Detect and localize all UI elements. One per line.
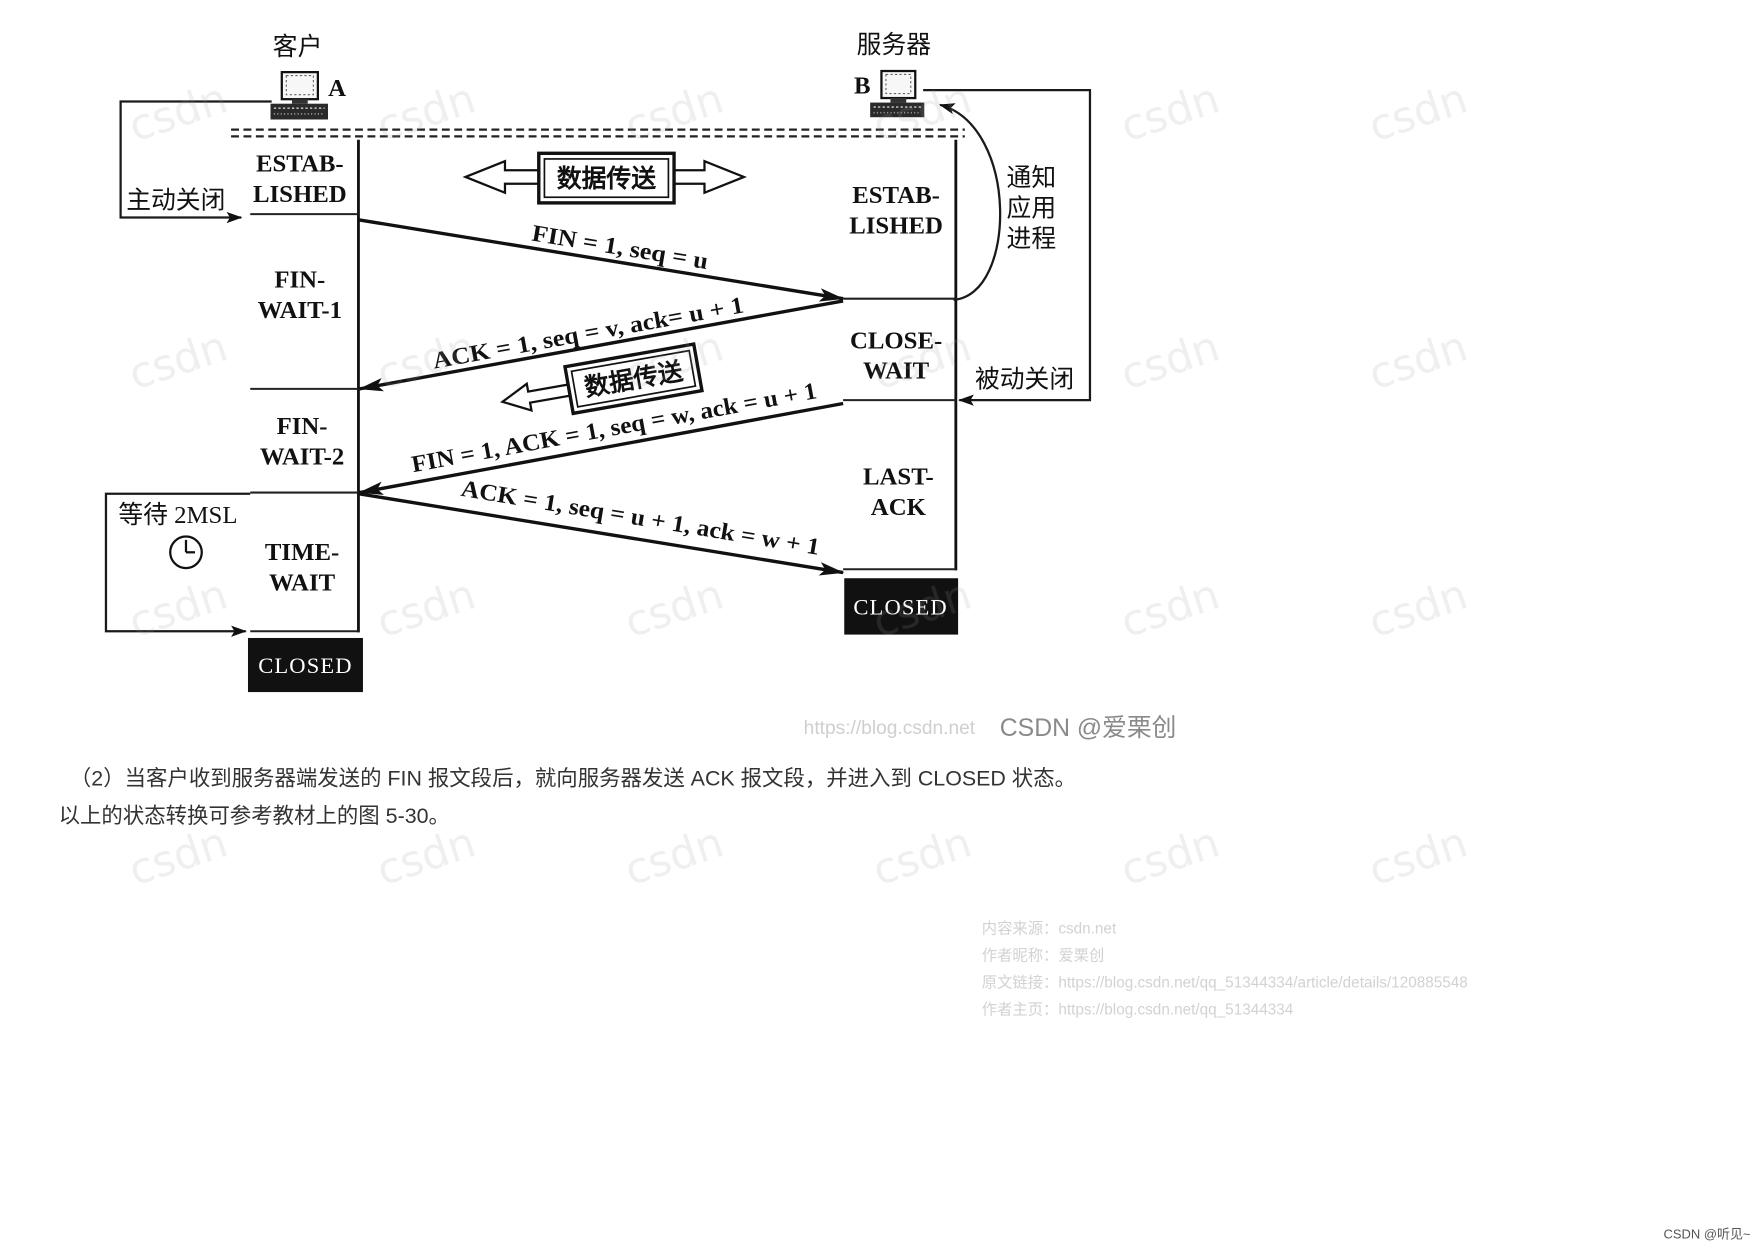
state-label-line: LAST- [863, 464, 934, 491]
closed-label: CLOSED [258, 653, 352, 678]
data-transfer-label: 数据传送 [557, 164, 656, 193]
monitor-stand [292, 99, 308, 104]
state-label-line: WAIT-2 [260, 443, 344, 470]
client-title: 客户 [273, 32, 323, 61]
source-info-line: 原文链接：https://blog.csdn.net/qq_51344334/a… [982, 974, 1468, 991]
notify-label-line: 通知 [1007, 163, 1057, 192]
active-close-label: 主动关闭 [126, 186, 225, 215]
article-paragraph: （2）当客户收到服务器端发送的 FIN 报文段后，就向服务器发送 ACK 报文段… [70, 767, 1076, 791]
source-info-line: 作者昵称：爱栗创 [982, 947, 1105, 964]
keyboard [271, 104, 328, 120]
passive-close-label: 被动关闭 [975, 365, 1074, 394]
image-watermark-url: https://blog.csdn.net [804, 718, 976, 739]
state-label-line: FIN- [277, 413, 328, 440]
notify-label-line: 进程 [1007, 224, 1057, 253]
state-label-line: TIME- [265, 539, 339, 566]
state-label-line: ACK [871, 494, 927, 521]
state-label-line: LISHED [253, 181, 347, 208]
client-state-closed: CLOSED [248, 638, 363, 692]
footer-author-tag: CSDN @听见~ [1664, 1227, 1751, 1241]
state-label-line: FIN- [274, 266, 325, 293]
image-watermark-author: CSDN @爱栗创 [1000, 714, 1177, 742]
server-title: 服务器 [857, 30, 932, 59]
article-paragraph: 以上的状态转换可参考教材上的图 5-30。 [59, 804, 450, 828]
clock-icon [170, 537, 202, 569]
state-label-line: LISHED [849, 212, 943, 239]
client-host-label: A [328, 75, 346, 102]
state-label-line: WAIT-1 [258, 297, 342, 324]
wait-2msl-label: 等待 2MSL [118, 501, 237, 529]
notify-label-line: 应用 [1007, 193, 1057, 222]
state-label-line: ESTAB- [256, 150, 344, 177]
state-label-line: WAIT [269, 570, 336, 597]
server-host-label: B [854, 73, 871, 100]
source-info-line: 作者主页：https://blog.csdn.net/qq_51344334 [982, 1001, 1294, 1018]
state-label-line: ESTAB- [852, 182, 940, 209]
source-info-line: 内容来源：csdn.net [982, 920, 1117, 937]
